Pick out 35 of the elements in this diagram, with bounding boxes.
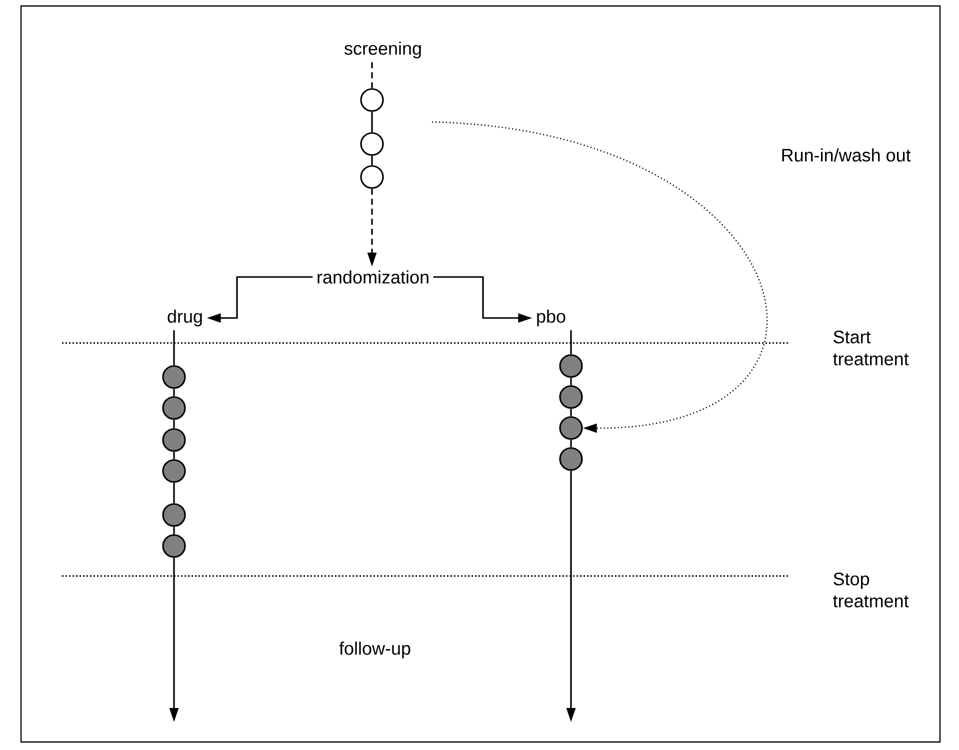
step-label: screening [340,38,426,62]
open-circle [360,88,384,112]
connector-line [173,526,175,534]
open-circle [360,132,384,156]
connector-line [570,440,572,448]
connector-line [371,156,373,166]
step-label: drug [164,306,206,330]
connector-line [173,482,175,504]
connector-line [173,420,175,428]
connector-line [570,330,572,354]
connector-line [570,408,572,416]
connector-line [173,330,175,366]
visit-circle [162,365,186,389]
visit-circle [559,416,583,440]
visit-circle [559,385,583,409]
visit-circle [559,447,583,471]
connector-line [570,378,572,386]
step-label: pbo [533,306,570,330]
open-circle [360,165,384,189]
step-label: randomization [313,267,433,287]
visit-circle [162,428,186,452]
connector-line [173,452,175,460]
phase-label: Stop treatment [833,572,909,608]
phase-label: follow-up [339,642,410,658]
visit-circle [559,354,583,378]
arrow [432,121,768,433]
phase-label: Start treatment [833,330,909,366]
connector-line [173,388,175,396]
visit-circle [162,503,186,527]
visit-circle [162,459,186,483]
connector-line [371,112,373,132]
connector-line [371,62,373,88]
visit-circle [162,534,186,558]
visit-circle [162,396,186,420]
phase-label: Run-in/wash out [782,148,911,162]
